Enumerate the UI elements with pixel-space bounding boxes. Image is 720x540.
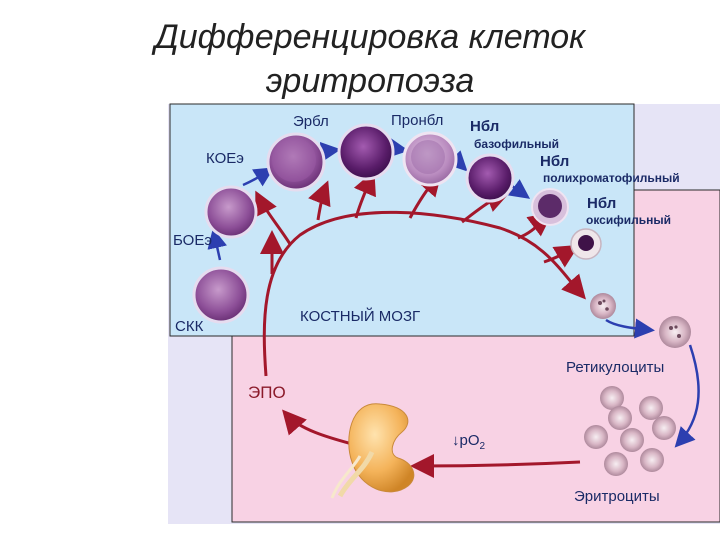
down-arrow-icon: ↓ [452,432,460,449]
cell-erbl [266,132,326,192]
stem-cell-skk [192,266,250,324]
erythrocytes-cluster [584,386,676,476]
cell-reticulocyte [659,316,691,348]
label-boe: БОЕэ [173,232,213,249]
label-erbl: Эрбл [293,113,329,130]
kidney-to-epo-arrow [282,409,353,446]
arrow-to-koe [255,190,292,245]
cell-nbl-oxyphilic [531,188,569,226]
label-oxyphilic: оксифильный [586,213,671,227]
label-bone-marrow: КОСТНЫЙ МОЗГ [300,308,421,325]
po2-arrow [410,453,581,478]
title-line-1: Дифференцировка клеток [154,18,586,56]
cell-orthochromic [570,228,602,260]
cell-pronbl [337,123,395,181]
label-po2: ↓pO2 [452,432,486,452]
label-nbl-oxyphilic: Нбл [587,195,617,212]
label-erythrocytes: Эритроциты [574,488,660,505]
label-nbl-basophilic: Нбл [470,118,500,135]
arrow-to-erbl [308,180,331,221]
label-epo: ЭПО [248,383,286,402]
kidney [330,403,415,499]
label-skk: СКК [175,318,204,335]
title-line-2: эритропоэза [265,62,475,100]
label-basophilic: базофильный [474,137,559,151]
cell-nbl-basophilic [402,131,458,187]
label-koe: КОЕэ [206,150,244,167]
epo-main-arrow [262,210,586,377]
cell-boe [204,185,258,239]
label-polychromatophilic: полихроматофильный [543,171,680,185]
label-pronbl: Пронбл [391,112,444,129]
cell-nbl-polychromatophilic [465,153,515,203]
cell-reticulocyte-early [590,293,616,319]
label-reticulocytes: Ретикулоциты [566,359,665,376]
label-nbl-polychromatophilic: Нбл [540,153,570,170]
